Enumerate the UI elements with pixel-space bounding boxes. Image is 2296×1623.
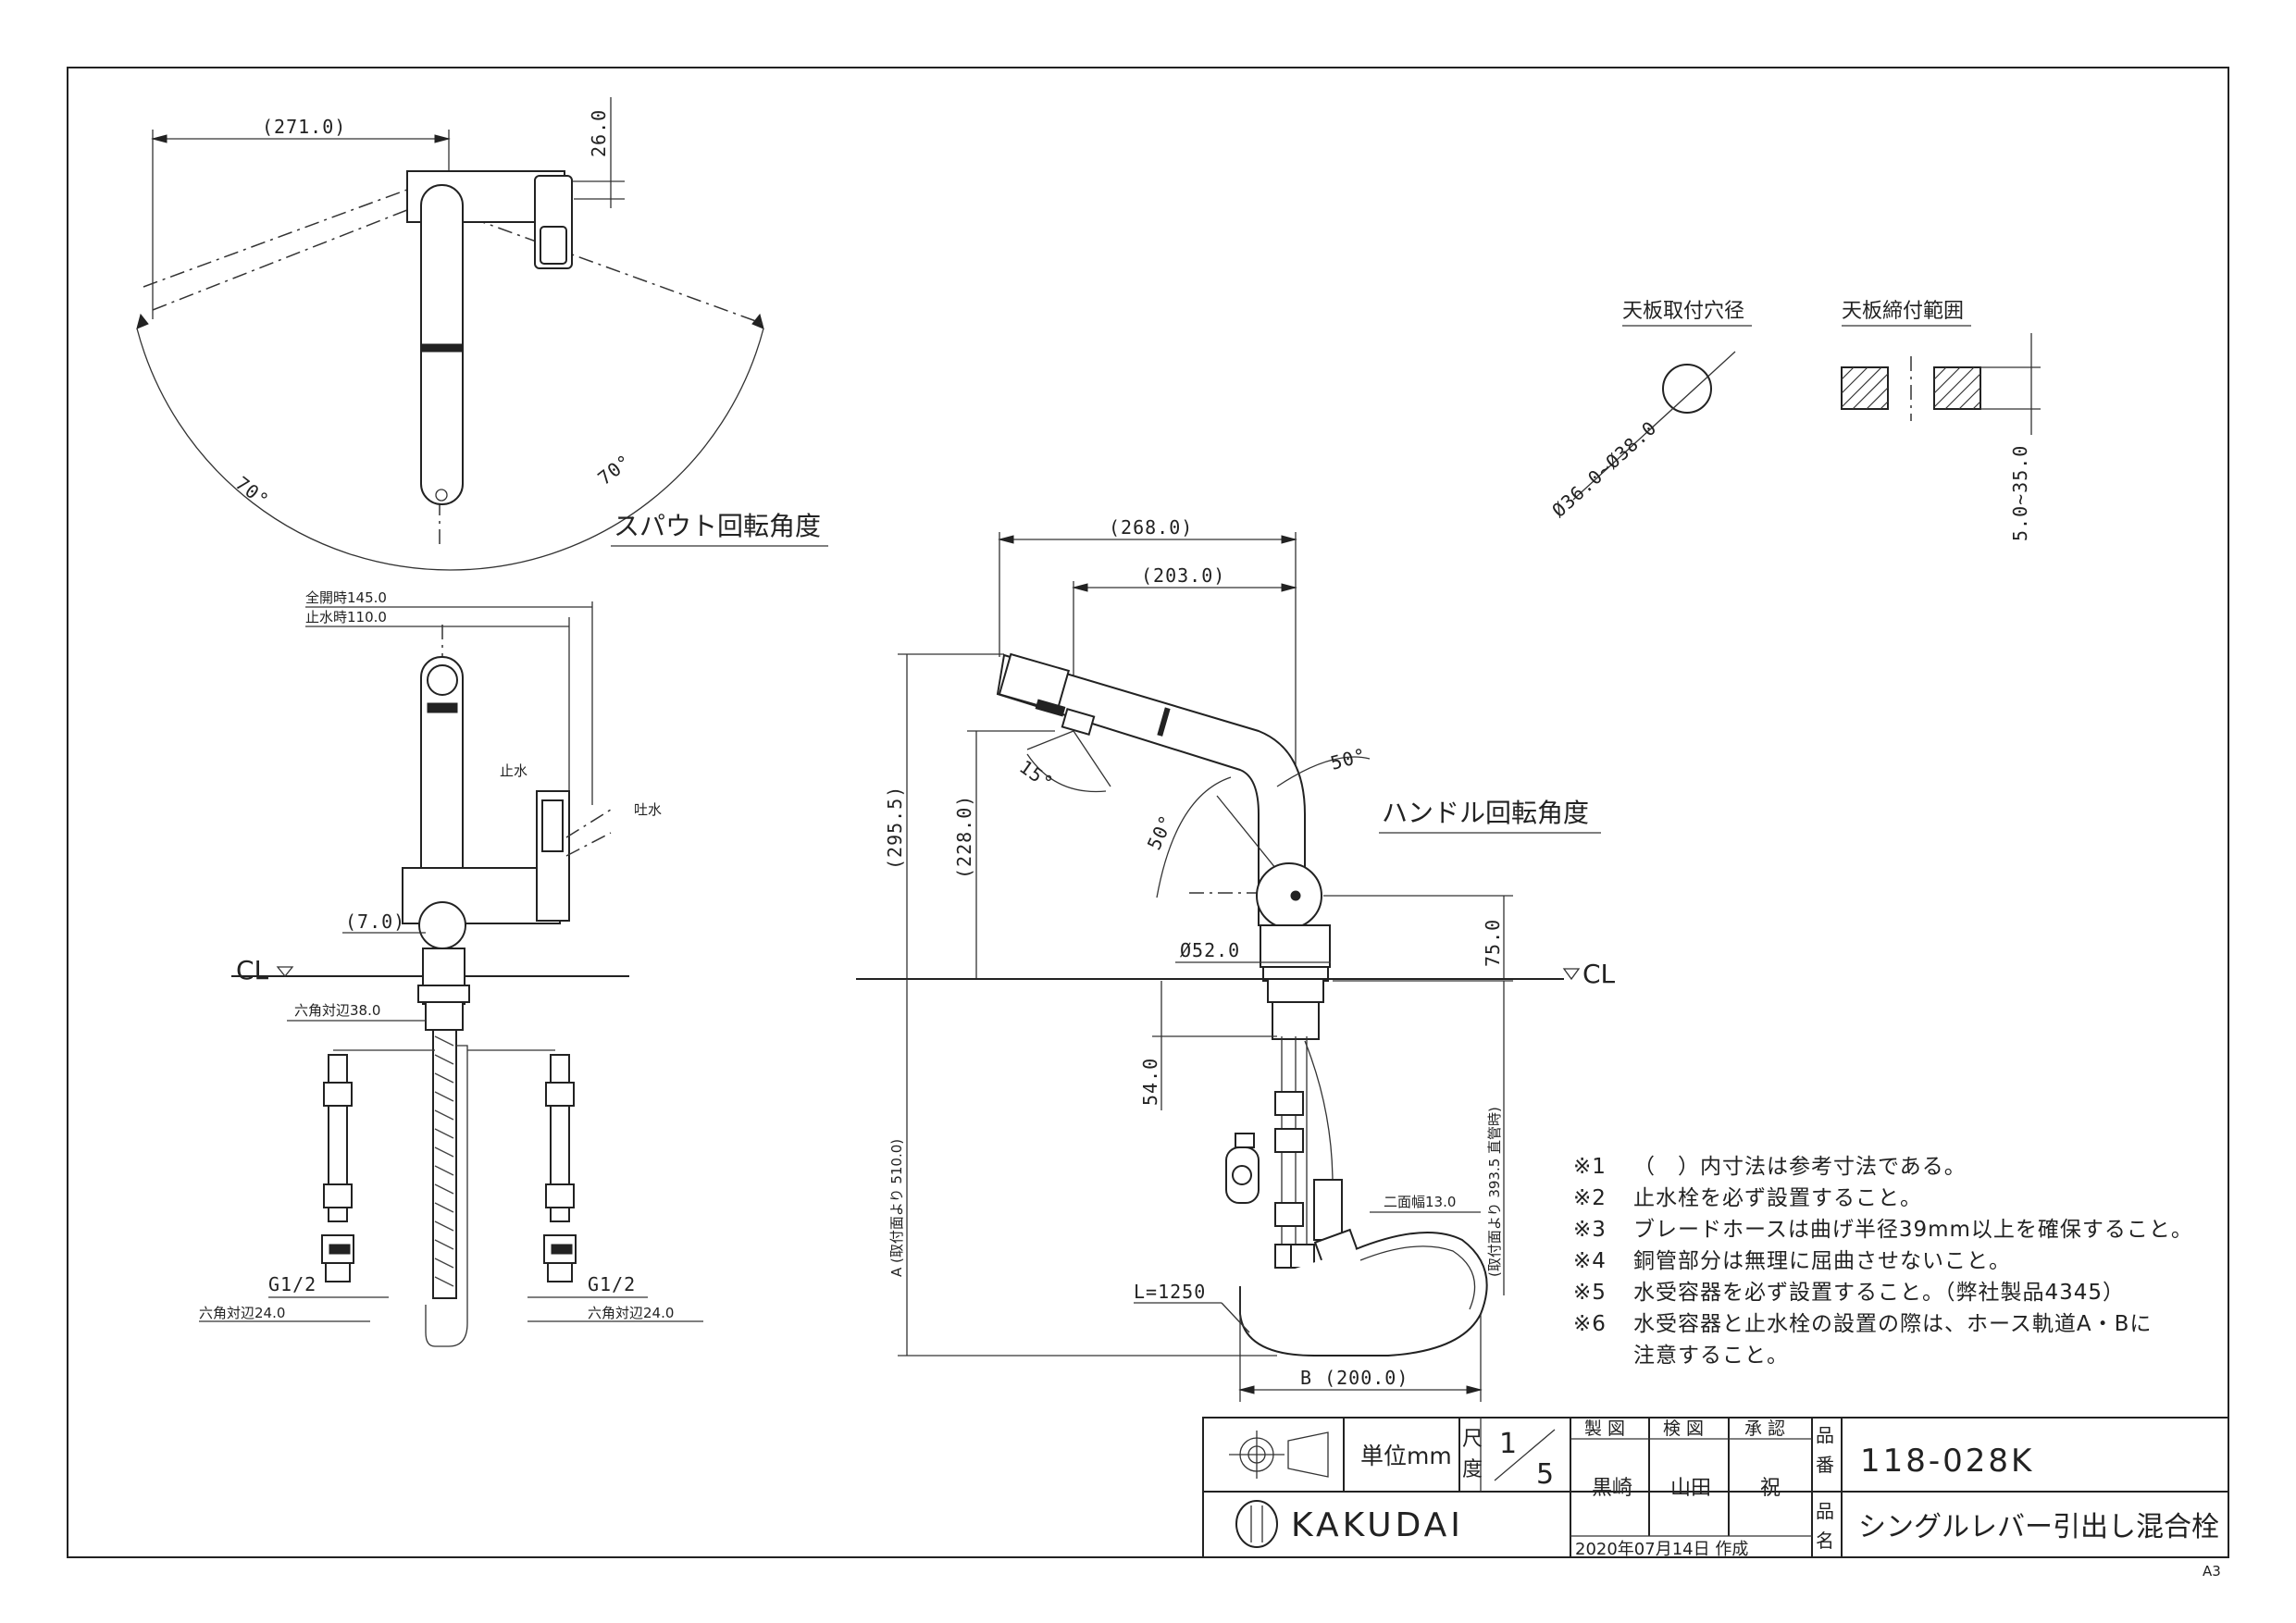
sheet-size: A3 bbox=[2203, 1563, 2221, 1580]
scale-numerator: 1 bbox=[1499, 1428, 1517, 1460]
front-hex-width: 六角対辺38.0 bbox=[294, 1002, 380, 1019]
name-label-1: 品 bbox=[1816, 1500, 1834, 1522]
side-angle-spout: 15° bbox=[1015, 755, 1058, 794]
brand-name: KAKUDAI bbox=[1291, 1506, 1464, 1544]
spout-rotation-title: スパウト回転角度 bbox=[614, 511, 821, 541]
note-mark-3: ※3 bbox=[1573, 1218, 1607, 1242]
scale-label-1: 尺 bbox=[1462, 1428, 1483, 1451]
spout-rotation-view: (271.0) 26.0 70° 70° スパウト回転角度 bbox=[136, 97, 828, 571]
drawing-date: 2020年07月14日 作成 bbox=[1575, 1540, 1748, 1559]
side-reach-spout: (203.0) bbox=[1141, 564, 1225, 587]
note-text-2: 止水栓を必ず設置すること。 bbox=[1633, 1186, 1922, 1210]
approved-label: 承 認 bbox=[1744, 1419, 1785, 1439]
front-discharge-label: 吐水 bbox=[634, 801, 662, 818]
note-mark-1: ※1 bbox=[1573, 1155, 1607, 1179]
front-thread-left: G1/2 bbox=[268, 1273, 316, 1295]
front-cl-label: CL bbox=[236, 955, 269, 985]
side-dim-b: B (200.0) bbox=[1300, 1367, 1409, 1389]
spout-offset-dim: 26.0 bbox=[588, 109, 610, 157]
mount-hole-title: 天板取付穴径 bbox=[1622, 300, 1744, 323]
front-full-open-dim: 全開時145.0 bbox=[305, 589, 387, 606]
kakudai-logo-icon bbox=[1235, 1500, 1278, 1548]
part-no-label-2: 番 bbox=[1816, 1454, 1834, 1476]
drawn-by: 黒崎 bbox=[1592, 1477, 1632, 1500]
front-stop-dim: 止水時110.0 bbox=[305, 609, 387, 626]
checked-label: 検 図 bbox=[1663, 1419, 1704, 1439]
side-dim-a: A (取付面より 510.0) bbox=[888, 1139, 905, 1277]
notes: ※1 （ ）内寸法は参考寸法である。 ※2 止水栓を必ず設置すること。 ※3 ブ… bbox=[1573, 1155, 2193, 1368]
clamp-range-title: 天板締付範囲 bbox=[1842, 300, 1964, 323]
side-shank: 54.0 bbox=[1139, 1058, 1161, 1106]
projection-symbol-icon bbox=[1229, 1431, 1329, 1479]
front-hex-right: 六角対辺24.0 bbox=[588, 1305, 674, 1321]
side-body-dia: Ø52.0 bbox=[1180, 939, 1240, 961]
front-view: 全開時145.0 止水時110.0 止水 吐水 (7.0) CL 六角対辺38.… bbox=[199, 589, 703, 1347]
side-hose-length: L=1250 bbox=[1134, 1281, 1206, 1303]
side-cl-label: CL bbox=[1582, 959, 1616, 989]
checked-by: 山田 bbox=[1670, 1477, 1711, 1500]
scale-label-2: 度 bbox=[1462, 1458, 1483, 1481]
note-text-3: ブレードホースは曲げ半径39mm以上を確保すること。 bbox=[1633, 1218, 2193, 1242]
side-angle-handle-left: 50° bbox=[1143, 812, 1178, 854]
sheet-border bbox=[67, 67, 2229, 1558]
spout-width-dim: (271.0) bbox=[262, 116, 346, 138]
note-mark-5: ※5 bbox=[1573, 1281, 1607, 1305]
side-view: (268.0) (203.0) (295.5) (228.0) 15° 50° … bbox=[856, 516, 1616, 1402]
side-base-height: 75.0 bbox=[1482, 919, 1504, 967]
approved-by: 祝 bbox=[1760, 1477, 1781, 1500]
part-number: 118-028K bbox=[1860, 1443, 2034, 1480]
note-text-5: 水受容器を必ず設置すること。（弊社製品4345） bbox=[1633, 1281, 2125, 1305]
mount-hole-view: 天板取付穴径 Ø36.0~Ø38.0 bbox=[1547, 300, 1752, 522]
note-mark-4: ※4 bbox=[1573, 1249, 1607, 1273]
clamp-range-view: 天板締付範囲 5.0~35.0 bbox=[1841, 300, 2041, 541]
note-text-4: 銅管部分は無理に屈曲させないこと。 bbox=[1633, 1249, 2011, 1273]
front-stop-label: 止水 bbox=[500, 762, 527, 779]
name-label-2: 名 bbox=[1816, 1530, 1834, 1552]
scale-denominator: 5 bbox=[1536, 1458, 1554, 1491]
product-name: シングルレバー引出し混合栓 bbox=[1858, 1511, 2219, 1543]
spout-angle-left: 70° bbox=[231, 472, 274, 512]
clamp-range-value: 5.0~35.0 bbox=[2009, 445, 2031, 541]
side-two-face: 二面幅13.0 bbox=[1384, 1194, 1456, 1210]
part-no-label-1: 品 bbox=[1816, 1424, 1834, 1446]
note-text-6b: 注意すること。 bbox=[1633, 1344, 1789, 1368]
front-left-supply: G1/2 六角対辺24.0 bbox=[199, 1049, 435, 1322]
side-angle-handle-top: 50° bbox=[1328, 744, 1369, 774]
side-height-spout: (228.0) bbox=[953, 795, 975, 879]
unit-label: 単位mm bbox=[1360, 1443, 1452, 1469]
handle-rotation-title: ハンドル回転角度 bbox=[1382, 798, 1589, 828]
drawn-label: 製 図 bbox=[1584, 1419, 1625, 1439]
side-height-total: (295.5) bbox=[884, 786, 906, 870]
front-offset-dim: (7.0) bbox=[345, 911, 405, 933]
note-mark-2: ※2 bbox=[1573, 1186, 1607, 1210]
title-block: 単位mm 尺 度 1 5 製 図 検 図 承 認 黒崎 山田 祝 2020年07… bbox=[1202, 1417, 2229, 1559]
note-mark-6: ※6 bbox=[1573, 1312, 1607, 1336]
front-thread-right: G1/2 bbox=[588, 1273, 636, 1295]
side-dim-vertical: (取付面より 393.5 直管時) bbox=[1486, 1107, 1503, 1277]
front-hex-left: 六角対辺24.0 bbox=[199, 1305, 285, 1321]
mount-hole-dia: Ø36.0~Ø38.0 bbox=[1547, 416, 1661, 522]
spout-angle-right: 70° bbox=[593, 450, 636, 489]
note-text-6: 水受容器と止水栓の設置の際は、ホース軌道A・Bに bbox=[1633, 1312, 2152, 1336]
front-right-supply: G1/2 六角対辺24.0 bbox=[467, 1049, 703, 1322]
side-reach-total: (268.0) bbox=[1109, 516, 1193, 539]
note-text-1: （ ）内寸法は参考寸法である。 bbox=[1633, 1155, 1967, 1179]
